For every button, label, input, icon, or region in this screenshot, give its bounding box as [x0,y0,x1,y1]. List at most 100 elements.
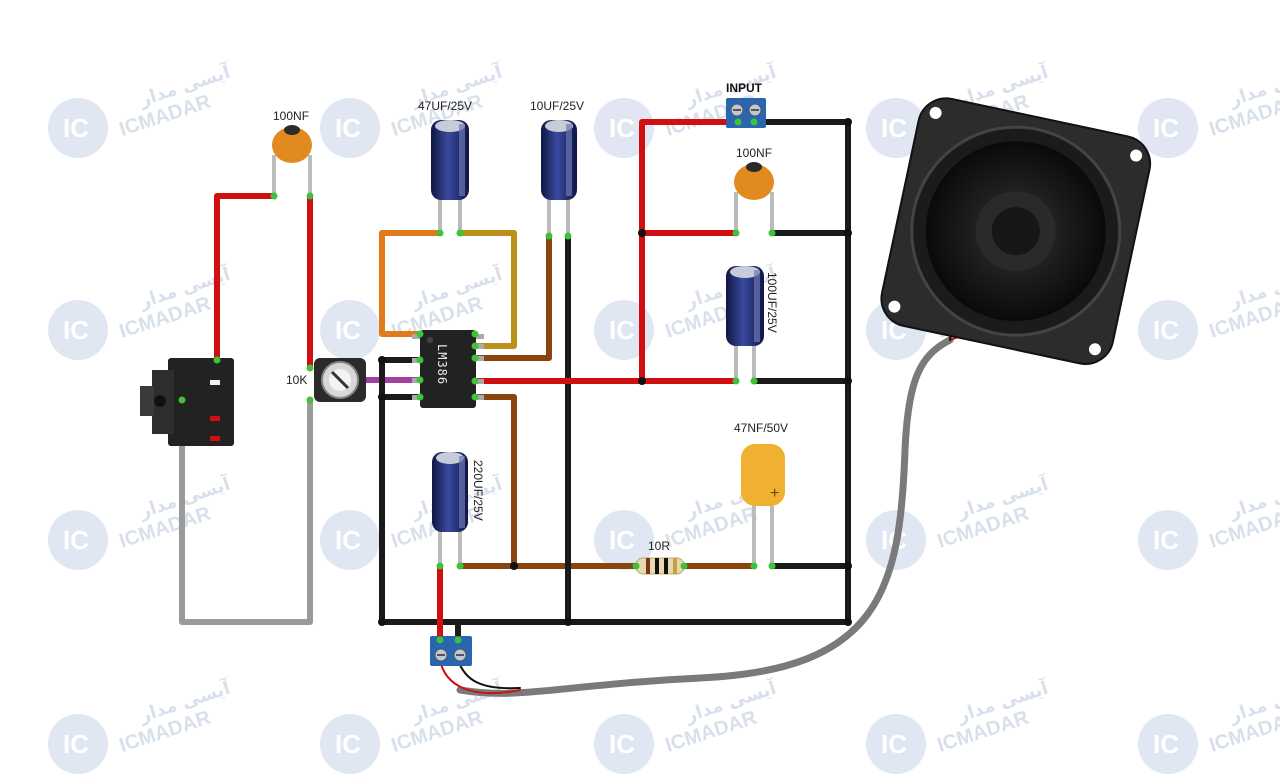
watermark-badge-text: IC [609,729,635,759]
resistor-10r [635,557,685,575]
wire-black-right-rail [751,119,851,625]
wire-brown-output [457,394,517,569]
ceramic-cap-input [272,125,312,196]
label-input: INPUT [726,81,763,95]
wire-junction [378,618,386,626]
connection-point [456,562,464,570]
connection-point [471,393,479,401]
connection-point [471,330,479,338]
watermark-badge-text: IC [63,729,89,759]
audio-jack [140,358,234,446]
wire-black-gnd-left [379,357,851,625]
connection-point [680,562,688,570]
connection-point [632,562,640,570]
label-lm386: LM386 [435,344,449,385]
label-capacitor-47uf: 47UF/25V [418,99,472,113]
watermark-badge [320,98,380,158]
connection-point [416,376,424,384]
watermark-badge [866,98,926,158]
label-potentiometer: 10K [286,373,307,387]
tantalum-plus-sign: + [770,485,779,502]
tantalum-capacitor [741,444,785,566]
capacitor-100uf [726,266,764,381]
wire-junction [378,356,386,364]
wire-red-supply [639,119,741,384]
capacitor-10uf [541,120,577,236]
wire-junction [844,562,852,570]
label-tantalum-cap: 47NF/50V [734,421,788,435]
wire-junction [638,229,646,237]
speaker [880,97,1152,365]
connection-point [750,118,758,126]
wire-brown-c2 [472,233,552,361]
watermark-badge [866,714,926,774]
watermark-badge-text: IC [335,315,361,345]
lm386-chip [412,330,484,408]
watermark-badge [48,714,108,774]
watermark-badge [48,98,108,158]
wire-red-jack-to-cap [214,193,277,363]
wire-junction [510,562,518,570]
capacitor-47uf [431,120,469,233]
watermark-badge [1138,714,1198,774]
wire-grey-ground-loop [179,397,313,625]
ceramic-cap-supply [734,162,774,233]
watermark-badge-text: IC [335,729,361,759]
connection-point [734,118,742,126]
connection-point [416,356,424,364]
connection-point [750,377,758,385]
connection-point [178,396,186,404]
connection-point [564,232,572,240]
watermark-badge [320,510,380,570]
label-input-ceramic-cap: 100NF [273,109,309,123]
watermark-badge-text: IC [335,113,361,143]
connection-point [768,562,776,570]
connection-point [270,192,278,200]
watermark-badge [320,300,380,360]
wire-junction [844,229,852,237]
watermark-badge-text: IC [63,315,89,345]
label-capacitor-100uf: 100UF/25V [765,272,779,333]
connection-point [306,192,314,200]
connection-point [213,356,221,364]
watermark-badge-text: IC [1153,525,1179,555]
connection-point [436,562,444,570]
watermark-badge-text: IC [609,113,635,143]
wire-junction [638,377,646,385]
watermark-badge-text: IC [1153,113,1179,143]
capacitor-220uf [432,452,468,566]
connection-point [471,377,479,385]
speaker-cable [456,336,954,697]
connection-point [306,396,314,404]
connection-point [436,636,444,644]
wire-junction [844,618,852,626]
connection-point [456,229,464,237]
watermark-badge [1138,510,1198,570]
label-capacitor-10uf: 10UF/25V [530,99,584,113]
wire-junction [378,393,386,401]
watermark-badge-text: IC [881,113,907,143]
connection-point [471,342,479,350]
input-terminal-block[interactable] [726,98,766,128]
watermark-badge-text: IC [609,525,635,555]
connection-point [416,330,424,338]
watermark-badge [594,510,654,570]
connection-point [732,229,740,237]
watermark-badge-text: IC [1153,729,1179,759]
potentiometer [314,358,366,402]
watermark-badge-text: IC [1153,315,1179,345]
connection-point [416,393,424,401]
output-terminal-block[interactable] [430,636,472,666]
